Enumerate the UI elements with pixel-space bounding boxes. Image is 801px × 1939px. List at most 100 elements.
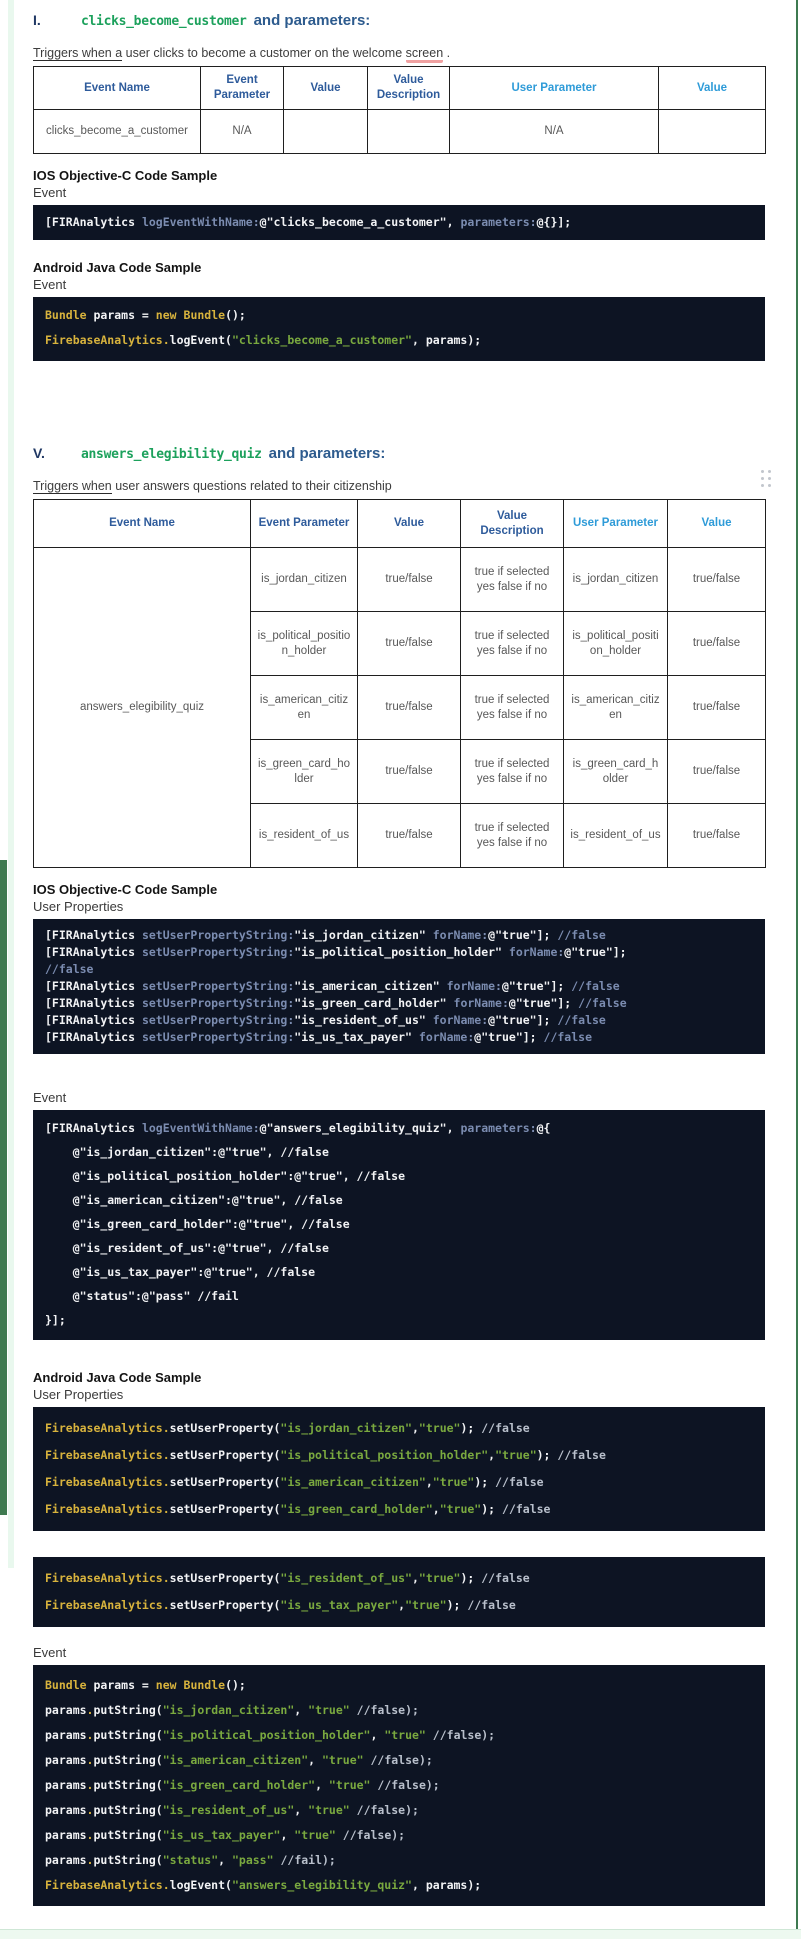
code-token: . xyxy=(162,1571,170,1585)
code-line: params.putString("is_political_position_… xyxy=(45,1723,753,1748)
code-token: . xyxy=(86,1778,94,1792)
code-token: //false); xyxy=(370,1753,433,1767)
code-token: }]; xyxy=(45,1313,66,1327)
change-bar xyxy=(0,860,7,1515)
code-token: FirebaseAnalytics xyxy=(45,1502,163,1516)
code-line: [FIRAnalytics setUserPropertyString:"is_… xyxy=(45,978,753,995)
table-cell: is_jordan_citizen xyxy=(250,547,358,612)
code-line: @"is_jordan_citizen":@"true", //false xyxy=(45,1140,753,1164)
code-line: Bundle params = new Bundle(); xyxy=(45,1673,753,1698)
ios-event-code-block: [FIRAnalytics logEventWithName:@"clicks_… xyxy=(33,205,765,240)
code-line: //false xyxy=(45,961,753,978)
code-token: //false xyxy=(557,1013,606,1027)
code-token: FirebaseAnalytics xyxy=(45,1571,163,1585)
table-cell: is_american_citizen xyxy=(563,675,668,740)
table-cell: true/false xyxy=(357,675,461,740)
code-token: params xyxy=(45,1853,87,1867)
code-line: [FIRAnalytics logEventWithName:@"clicks_… xyxy=(45,214,753,231)
page-edge-line-bottom xyxy=(0,1929,801,1939)
code-token: //false); xyxy=(356,1703,419,1717)
description-tail: . xyxy=(443,46,451,60)
code-token: "is_resident_of_us" xyxy=(294,1013,433,1027)
heading-suffix: and parameters: xyxy=(268,445,386,462)
table-cell xyxy=(367,109,450,154)
ios-code-sample-heading: IOS Objective-C Code Sample xyxy=(33,168,218,183)
table-cell: is_jordan_citizen xyxy=(563,547,668,612)
code-token: //false xyxy=(557,1448,606,1462)
code-token: "is_us_tax_payer" xyxy=(294,1030,419,1044)
code-token: Bundle xyxy=(183,308,226,322)
code-token: params xyxy=(45,1828,87,1842)
code-token: "is_resident_of_us" xyxy=(280,1571,412,1585)
code-token: setUserProperty( xyxy=(169,1421,281,1435)
code-token: "true" xyxy=(322,1753,364,1767)
code-token: . xyxy=(162,1878,170,1892)
code-line: [FIRAnalytics setUserPropertyString:"is_… xyxy=(45,1012,753,1029)
code-line: params.putString("is_american_citizen", … xyxy=(45,1748,753,1773)
android-event-code-block: Bundle params = new Bundle();FirebaseAna… xyxy=(33,297,765,361)
code-token: @"true"]; xyxy=(488,928,558,942)
code-token: ); xyxy=(474,1475,496,1489)
code-token: . xyxy=(86,1803,94,1817)
code-block-label: Event xyxy=(33,1090,67,1105)
code-token: (); xyxy=(225,308,246,322)
code-block-label: User Properties xyxy=(33,1387,124,1402)
code-token: "status" xyxy=(162,1853,219,1867)
table-cell: is_american_citizen xyxy=(250,675,358,740)
code-token: forName: xyxy=(418,1030,475,1044)
column-header: Value xyxy=(283,66,368,110)
ios-event-code-block: [FIRAnalytics logEventWithName:@"answers… xyxy=(33,1110,765,1340)
column-header: Value xyxy=(357,499,461,548)
code-token: ); xyxy=(536,1448,558,1462)
code-token: . xyxy=(86,1828,94,1842)
code-token: putString( xyxy=(93,1853,163,1867)
code-token: FirebaseAnalytics xyxy=(45,1475,163,1489)
code-block-label: Event xyxy=(33,185,67,200)
code-token: , xyxy=(308,1753,322,1767)
code-token: "answers_elegibility_quiz" xyxy=(231,1878,412,1892)
event-name-cell: answers_elegibility_quiz xyxy=(33,547,251,868)
code-line: [FIRAnalytics setUserPropertyString:"is_… xyxy=(45,1029,753,1046)
code-token: setUserProperty( xyxy=(169,1598,281,1612)
heading-suffix: and parameters: xyxy=(253,12,371,29)
table-cell: true/false xyxy=(667,675,766,740)
code-line: FirebaseAnalytics.setUserProperty("is_am… xyxy=(45,1469,753,1496)
code-token: //false); xyxy=(432,1728,496,1742)
table-cell: N/A xyxy=(449,109,659,154)
code-token: , xyxy=(294,1803,309,1817)
section-description: Triggers when user answers questions rel… xyxy=(33,479,765,495)
code-token: //false xyxy=(495,1475,544,1489)
code-token: //false xyxy=(45,962,94,976)
code-token: , xyxy=(280,1828,295,1842)
description-text: user clicks to become a customer on the … xyxy=(122,46,406,60)
drag-handle-icon[interactable] xyxy=(758,469,775,490)
table-cell: is_political_position_holder xyxy=(250,611,358,676)
code-token: logEventWithName: xyxy=(141,215,260,229)
table-cell: clicks_become_a_customer xyxy=(33,109,201,154)
code-token: "is_green_card_holder" xyxy=(294,996,454,1010)
code-token: forName: xyxy=(432,1013,489,1027)
table-cell xyxy=(658,109,766,154)
code-token: (); xyxy=(225,1678,246,1692)
code-token: setUserPropertyString: xyxy=(141,945,295,959)
code-token: params xyxy=(45,1703,87,1717)
code-line: @"is_resident_of_us":@"true", //false xyxy=(45,1236,753,1260)
code-token: "true" xyxy=(328,1778,371,1792)
code-token: "is_political_position_holder" xyxy=(294,945,509,959)
table-cell: true/false xyxy=(357,547,461,612)
code-token: params = xyxy=(86,308,156,322)
code-token: putString( xyxy=(93,1753,163,1767)
code-token: , xyxy=(411,1421,419,1435)
code-token: @"true"]; xyxy=(564,945,627,959)
table-cell: true if selected yes false if no xyxy=(460,675,564,740)
code-line: @"is_american_citizen":@"true", //false xyxy=(45,1188,753,1212)
android-code-sample-heading: Android Java Code Sample xyxy=(33,1370,202,1385)
code-line: FirebaseAnalytics.logEvent("answers_eleg… xyxy=(45,1873,753,1898)
code-line: params.putString("is_resident_of_us", "t… xyxy=(45,1798,753,1823)
table-cell: N/A xyxy=(200,109,284,154)
code-token xyxy=(336,1828,343,1842)
code-line: @"is_green_card_holder":@"true", //false xyxy=(45,1212,753,1236)
